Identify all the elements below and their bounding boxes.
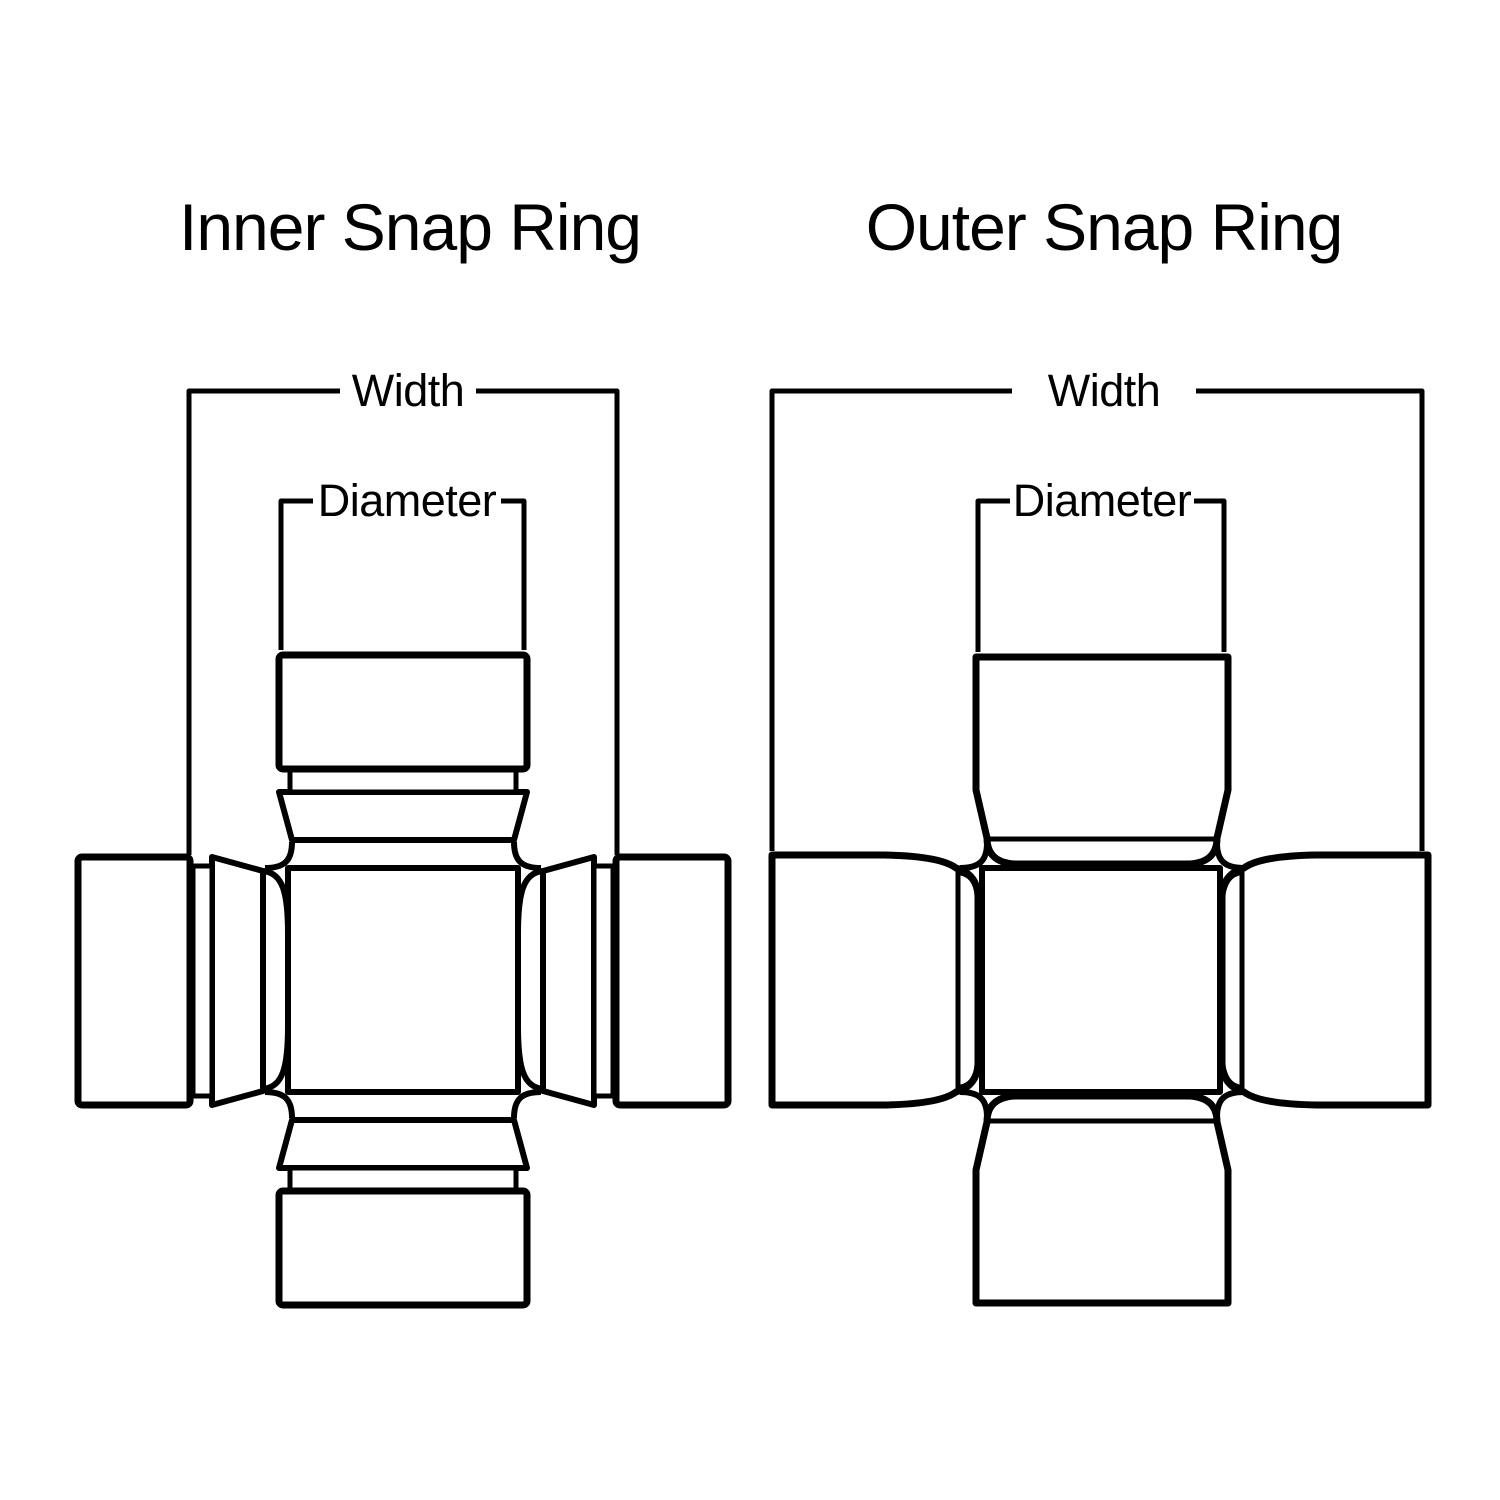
inner-bottom-bearing-cap [275,1187,531,1309]
inner-left-bearing-cap [74,853,194,1109]
outer-diameter-bracket-line [975,498,1227,652]
inner-top-snap-ring [276,789,530,843]
inner-left-thrust-washer [190,863,215,1099]
inner-bottom-snap-ring [276,1117,530,1171]
outer-width-label: Width [1048,365,1161,416]
inner-width-label: Width [352,365,465,416]
outer-width-dimension: Width [769,365,1425,851]
inner-width-dimension: Width [186,365,620,855]
inner-ujoint-drawing [74,651,732,1309]
outer-ujoint-drawing [768,653,1432,1307]
inner-center-body [285,865,521,1095]
inner-trunnion-fillets [262,841,544,1119]
inner-right-snap-ring [540,854,597,1108]
inner-left-snap-ring [209,854,266,1108]
inner-top-bearing-cap [275,651,531,773]
inner-figure-title: Inner Snap Ring [179,190,641,264]
inner-diameter-bracket-line [278,498,527,650]
outer-figure-title: Outer Snap Ring [866,190,1343,264]
outer-top-bearing-cap [972,653,1232,868]
outer-bottom-bearing-cap [972,1092,1232,1307]
inner-right-thrust-washer [591,863,616,1099]
inner-diameter-label: Diameter [318,475,497,526]
outer-trunnion-fillets [957,842,1245,1118]
outer-diameter-label: Diameter [1013,475,1192,526]
outer-center-body [979,865,1223,1095]
outer-right-bearing-cap [1218,851,1432,1109]
outer-snap-ring-figure: Outer Snap Ring Width Diameter [768,190,1432,1307]
inner-diameter-dimension: Diameter [278,475,527,650]
outer-diameter-dimension: Diameter [975,475,1227,652]
outer-width-bracket-line [769,388,1425,851]
inner-right-bearing-cap [612,853,732,1109]
outer-left-bearing-cap [768,851,982,1109]
inner-width-bracket-line [186,388,620,855]
inner-snap-ring-figure: Inner Snap Ring Width Diameter [74,190,732,1309]
